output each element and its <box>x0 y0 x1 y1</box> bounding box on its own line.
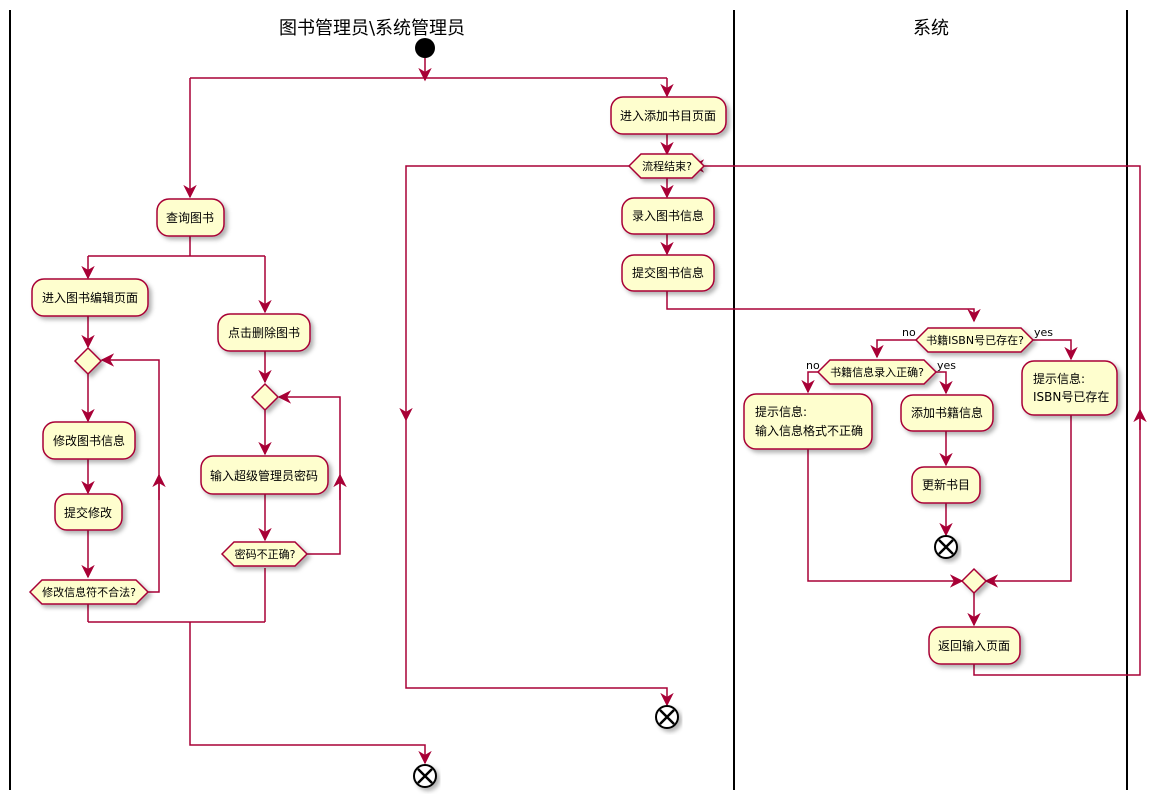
activity-input-pwd: 输入超级管理员密码 <box>200 455 329 495</box>
activity-prompt-format-line2: 输入信息格式不正确 <box>755 423 863 438</box>
decision-pwd-wrong: 密码不正确? <box>220 541 309 567</box>
decision-delete-loop <box>250 382 280 412</box>
activity-query: 查询图书 <box>156 198 225 237</box>
activity-enter-edit: 进入图书编辑页面 <box>31 278 149 317</box>
activity-submit-info: 提交图书信息 <box>621 254 715 292</box>
decision-modify-invalid: 修改信息符不合法? <box>28 579 150 605</box>
decision-info-correct: 书籍信息录入正确? <box>816 359 938 385</box>
lane-title-system: 系统 <box>913 18 949 39</box>
activity-back-input: 返回输入页面 <box>928 626 1021 665</box>
decision-edit-loop <box>73 346 103 376</box>
activity-add-book-label: 添加书籍信息 <box>911 405 983 420</box>
swimlane-borders <box>9 10 1128 790</box>
activity-submit-info-label: 提交图书信息 <box>632 265 704 280</box>
activity-input-info: 录入图书信息 <box>621 197 715 235</box>
activity-modify-label: 修改图书信息 <box>53 433 125 448</box>
decision-modify-invalid-label: 修改信息符不合法? <box>42 585 136 599</box>
flow-lines <box>81 58 1147 765</box>
activity-prompt-isbn-line2: ISBN号已存在 <box>1033 390 1109 404</box>
activity-input-pwd-label: 输入超级管理员密码 <box>210 468 318 483</box>
activity-prompt-format-line1: 提示信息: <box>755 404 807 419</box>
activity-back-input-label: 返回输入页面 <box>938 638 1010 653</box>
activity-add-book: 添加书籍信息 <box>900 394 994 432</box>
activity-prompt-isbn: 提示信息: ISBN号已存在 <box>1021 360 1118 416</box>
activity-prompt-isbn-line1: 提示信息: <box>1033 371 1085 386</box>
activity-enter-add: 进入添加书目页面 <box>610 96 727 135</box>
activity-submit-modify-label: 提交修改 <box>64 505 112 520</box>
end-node-add <box>655 705 679 729</box>
decision-isbn-exists-label: 书籍ISBN号已存在? <box>926 333 1024 347</box>
activity-update-label: 更新书目 <box>922 477 970 492</box>
activity-modify: 修改图书信息 <box>42 421 136 460</box>
label-yes-info: yes <box>937 359 956 372</box>
start-node <box>415 38 435 58</box>
end-node-system <box>934 535 958 559</box>
activity-update: 更新书目 <box>911 466 981 504</box>
decision-merge <box>960 567 988 595</box>
activity-click-delete: 点击删除图书 <box>217 313 311 352</box>
activity-prompt-format: 提示信息: 输入信息格式不正确 <box>743 393 873 450</box>
activity-enter-add-label: 进入添加书目页面 <box>620 109 716 123</box>
decision-flow-end: 流程结束? <box>627 153 706 179</box>
decision-info-correct-label: 书籍信息录入正确? <box>830 365 924 379</box>
decision-flow-end-label: 流程结束? <box>642 159 692 173</box>
activity-click-delete-label: 点击删除图书 <box>228 325 300 340</box>
activity-query-label: 查询图书 <box>166 211 214 225</box>
decision-isbn-exists: 书籍ISBN号已存在? <box>914 327 1035 353</box>
activity-input-info-label: 录入图书信息 <box>632 208 704 223</box>
label-no-isbn: no <box>902 326 916 339</box>
label-no-info: no <box>806 359 820 372</box>
lane-title-librarian: 图书管理员\系统管理员 <box>279 18 465 39</box>
decision-pwd-wrong-label: 密码不正确? <box>235 547 296 561</box>
label-yes-isbn: yes <box>1034 326 1053 339</box>
activity-enter-edit-label: 进入图书编辑页面 <box>42 290 138 305</box>
activity-submit-modify: 提交修改 <box>54 493 123 531</box>
end-node-main <box>413 764 437 788</box>
